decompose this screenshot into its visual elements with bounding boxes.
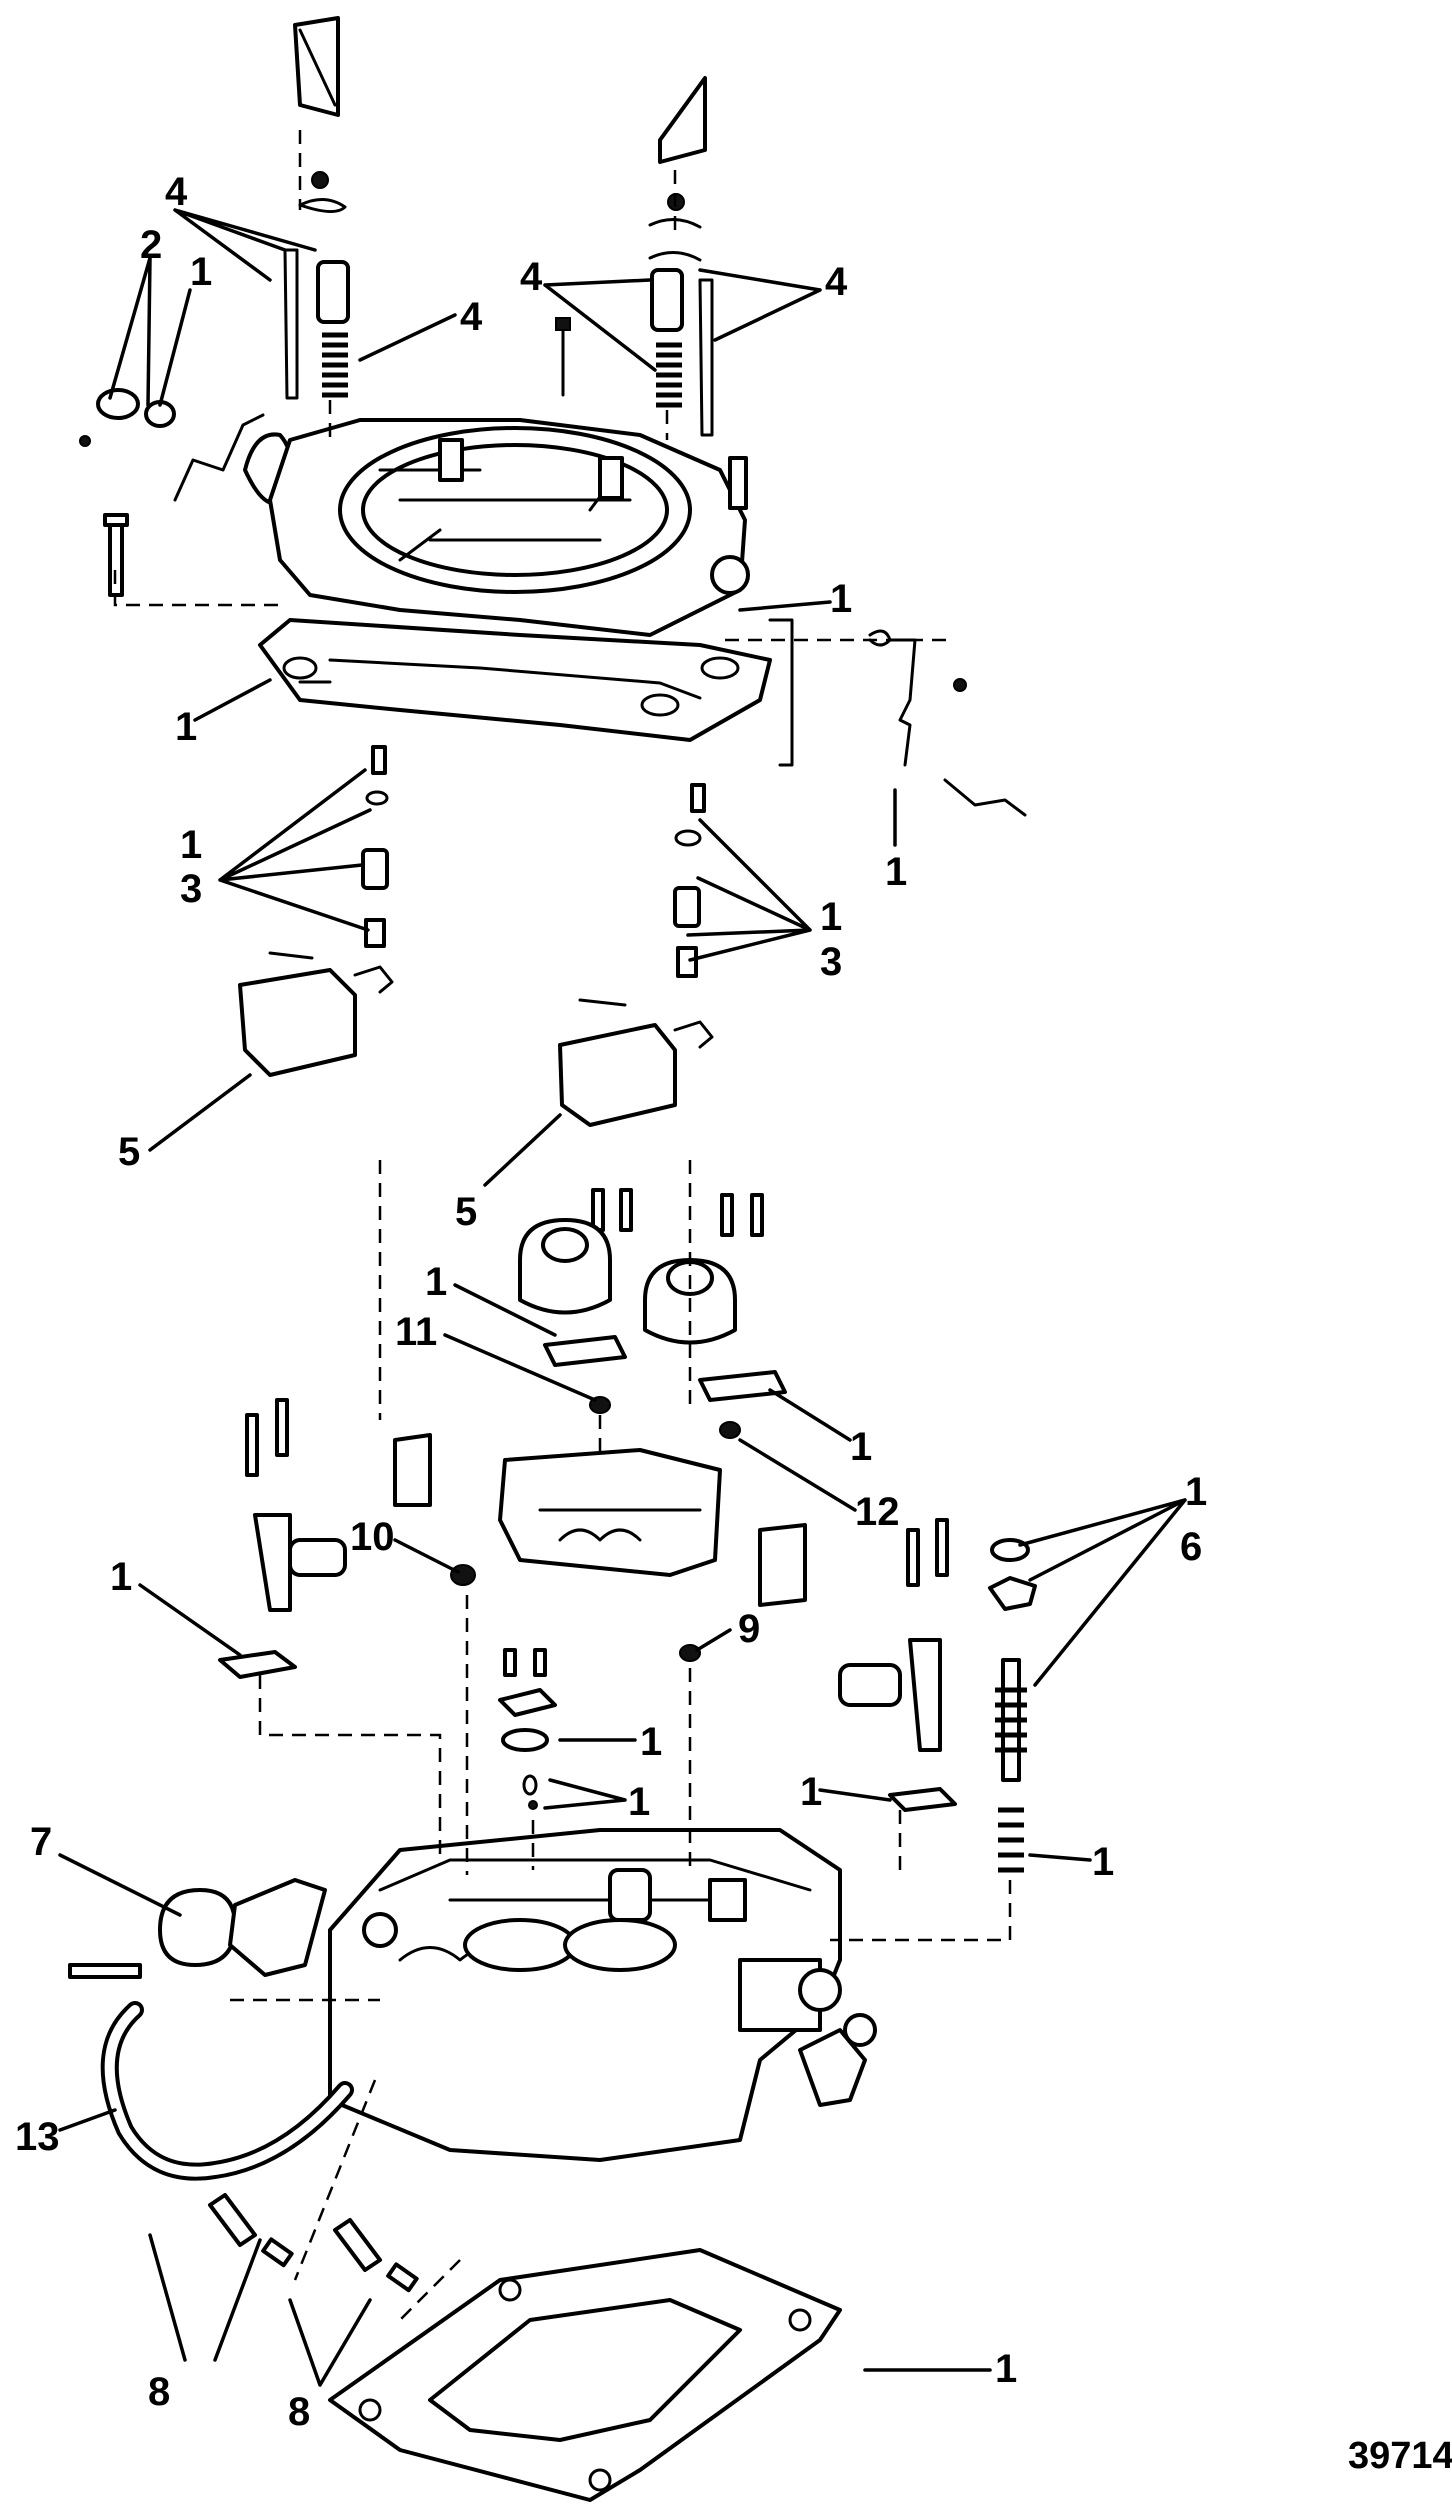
needle-body-left bbox=[361, 848, 389, 890]
pump-gasket-left bbox=[218, 1650, 297, 1679]
callout-1-pump-spring: 1 bbox=[1092, 1840, 1114, 1884]
callout-labels: 4 4 2 1 4 4 1 1 1 1 3 1 3 5 5 1 11 1 12 … bbox=[15, 170, 1452, 2477]
callout-2: 2 bbox=[140, 223, 162, 267]
pump-plunger-left bbox=[253, 1513, 292, 1612]
float-needle-assembly bbox=[238, 745, 714, 1127]
baffle-left bbox=[393, 1433, 432, 1507]
check-valve-retainer bbox=[988, 1576, 1037, 1611]
vacuum-hose bbox=[104, 2005, 350, 2177]
metering-rod-left bbox=[283, 248, 299, 400]
callout-4-spring-left: 4 bbox=[460, 295, 483, 339]
needle-body-right bbox=[673, 886, 701, 928]
metering-rod-right bbox=[698, 278, 714, 437]
callout-11: 11 bbox=[395, 1310, 437, 1354]
callout-1-pump-gasket-right: 1 bbox=[800, 1770, 822, 1814]
pump-gasket-right bbox=[888, 1787, 957, 1812]
callout-13: 13 bbox=[15, 2115, 60, 2159]
primary-venturi-cluster bbox=[498, 1448, 722, 1577]
callout-1-air-horn-gasket: 1 bbox=[175, 705, 197, 749]
step-up-piston-right bbox=[650, 268, 684, 332]
callout-1-needle-right: 1 bbox=[820, 895, 842, 939]
pump-plunger-right bbox=[908, 1638, 942, 1752]
callout-1-check-valve: 1 bbox=[1185, 1470, 1207, 1514]
needle-seat-left bbox=[371, 745, 387, 775]
leader-lines bbox=[58, 208, 1187, 2387]
callout-8-right: 8 bbox=[288, 2390, 310, 2434]
idle-screw-right bbox=[333, 2218, 382, 2272]
callout-4-upper-left: 4 bbox=[165, 170, 188, 214]
callout-9: 9 bbox=[738, 1607, 760, 1651]
callout-5-float-right: 5 bbox=[455, 1190, 477, 1234]
venturi-gasket-right bbox=[698, 1370, 787, 1402]
main-body-assembly bbox=[68, 1160, 1012, 2502]
callout-1-center-check: 1 bbox=[628, 1780, 650, 1824]
callout-4-center: 4 bbox=[520, 255, 543, 299]
step-up-spring-left bbox=[322, 332, 348, 398]
jet-10 bbox=[450, 1564, 476, 1586]
callout-10: 10 bbox=[350, 1515, 395, 1559]
callout-1-center-retainer: 1 bbox=[640, 1720, 662, 1764]
needle-right bbox=[676, 946, 698, 978]
callout-1-needle-left: 1 bbox=[180, 823, 202, 867]
callout-8-left: 8 bbox=[148, 2370, 170, 2414]
pump-rod bbox=[768, 618, 794, 767]
air-horn-gasket bbox=[258, 618, 772, 742]
step-up-spring-right bbox=[656, 342, 682, 408]
venturi-cluster-assembly bbox=[393, 1188, 807, 1662]
pump-assemblies bbox=[218, 1398, 1037, 1873]
needle-seat-right bbox=[690, 783, 706, 813]
choke-wedge-right bbox=[658, 76, 707, 164]
callout-5-float-left: 5 bbox=[118, 1130, 140, 1174]
pull-off-screw bbox=[68, 1963, 142, 1979]
choke-pull-off bbox=[158, 1888, 237, 1967]
callout-1-venturi-gasket-right: 1 bbox=[850, 1425, 872, 1469]
figure-number: 39714 bbox=[1348, 2435, 1452, 2477]
callout-1-pump-rod: 1 bbox=[830, 577, 852, 621]
callout-1-pump-gasket-left: 1 bbox=[110, 1555, 132, 1599]
callout-3-needle-right: 3 bbox=[820, 940, 842, 984]
needle-left bbox=[364, 918, 386, 948]
pull-off-bracket bbox=[228, 1878, 327, 1977]
air-horn-assembly bbox=[79, 16, 1027, 817]
pump-return-spring bbox=[998, 1807, 1024, 1873]
callout-12: 12 bbox=[855, 1490, 900, 1534]
jet-9 bbox=[679, 1644, 701, 1662]
float-left bbox=[238, 968, 357, 1077]
baffle-right bbox=[758, 1523, 807, 1607]
idle-screw-left bbox=[208, 2193, 257, 2247]
callout-3-needle-left: 3 bbox=[180, 867, 202, 911]
jet-12 bbox=[719, 1421, 741, 1439]
callout-1-pump-arm: 1 bbox=[885, 850, 907, 894]
callout-1-venturi-gasket: 1 bbox=[425, 1260, 447, 1304]
callout-1-base-gasket: 1 bbox=[995, 2347, 1017, 2391]
callout-7: 7 bbox=[30, 1820, 52, 1864]
callout-6: 6 bbox=[1180, 1525, 1202, 1569]
callout-1-choke-washer: 1 bbox=[190, 250, 212, 294]
step-up-piston-left bbox=[316, 260, 350, 324]
choke-lever bbox=[173, 413, 265, 502]
venturi-gasket-left bbox=[543, 1335, 627, 1367]
callout-4-upper-right: 4 bbox=[825, 260, 848, 304]
pump-arm bbox=[888, 638, 917, 767]
choke-cover-nut bbox=[96, 388, 140, 420]
choke-link-rod bbox=[943, 778, 1027, 817]
float-right bbox=[558, 1023, 677, 1127]
